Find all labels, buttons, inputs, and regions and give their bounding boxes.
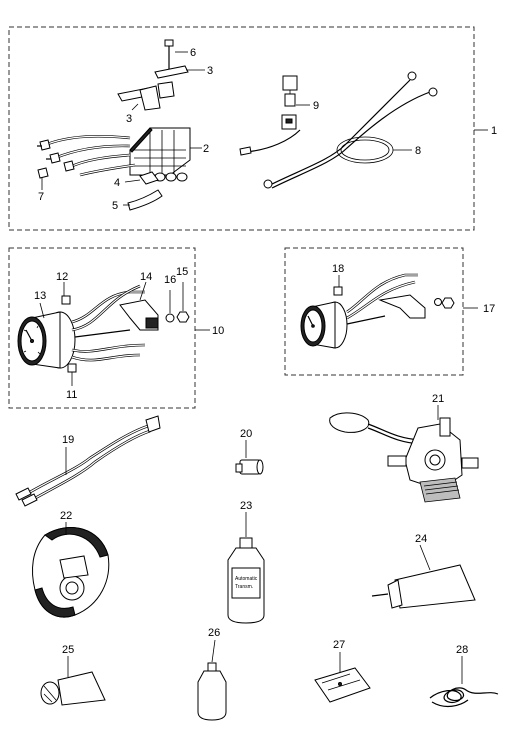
mounting-bracket: [117, 65, 189, 111]
callout-12: 12: [56, 271, 68, 283]
relay: [282, 75, 298, 107]
terminal-cap: [37, 167, 49, 179]
callout-1: 1: [491, 125, 497, 137]
callout-7: 7: [38, 191, 44, 203]
bulb-lower: [67, 363, 77, 373]
callout-25: 25: [62, 644, 74, 656]
callout-9: 9: [313, 100, 319, 112]
callout-6: 6: [190, 47, 196, 59]
callout-18: 18: [332, 263, 344, 275]
callout-3-left: 3: [126, 113, 132, 125]
callout-16: 16: [164, 274, 176, 286]
group-17-gauge-kit: 17 18: [284, 247, 495, 376]
bolt: [164, 39, 174, 72]
group-1-dashed-border: [8, 26, 475, 231]
group-10-tachometer-kit: 10 14 16: [8, 247, 224, 409]
washer: [165, 313, 175, 323]
callout-26: 26: [208, 627, 220, 639]
spray-can: [197, 639, 227, 721]
grease-tube-large: [371, 544, 476, 609]
hour-meter-gauge: [300, 301, 348, 349]
gauge-bracket: [119, 299, 159, 331]
tachometer-gauge: [17, 311, 76, 369]
wire-harness: [239, 71, 438, 189]
callout-15: 15: [176, 266, 188, 278]
insulator-pad: [139, 171, 159, 185]
callout-22: 22: [60, 510, 72, 522]
callout-14: 14: [140, 271, 152, 283]
callout-13: 13: [34, 290, 46, 302]
callout-4: 4: [114, 177, 120, 189]
gauge-wiring: [71, 284, 146, 362]
hour-meter-bracket: [378, 294, 426, 319]
callout-2: 2: [203, 143, 209, 155]
nut: [176, 311, 190, 323]
group-17-dashed-border: [284, 247, 464, 376]
callout-19: 19: [62, 434, 74, 446]
callout-5: 5: [112, 200, 118, 212]
callout-21: 21: [432, 393, 444, 405]
brake-shoe: [32, 522, 110, 618]
callout-28: 28: [456, 644, 468, 656]
callout-3-right: 3: [207, 65, 213, 77]
hour-meter-wiring: [346, 273, 418, 325]
extension-cable: [15, 415, 161, 507]
callout-27: 27: [333, 639, 345, 651]
rectifier-regulator: [37, 127, 191, 182]
bulb-gauge: [333, 286, 343, 296]
group-10-dashed-border: [8, 247, 196, 409]
bulb-upper: [61, 295, 71, 305]
washer-2: [434, 298, 442, 306]
wire-clip: [127, 189, 163, 211]
svg-text:Transm.: Transm.: [235, 584, 253, 590]
callout-24: 24: [415, 533, 427, 545]
callout-17: 17: [483, 303, 495, 315]
callout-11: 11: [66, 389, 77, 401]
callout-20: 20: [240, 428, 252, 440]
callout-10: 10: [212, 325, 224, 337]
callout-8: 8: [415, 145, 421, 157]
coil-spring: [429, 656, 499, 708]
sealant-packet: [314, 652, 371, 703]
remote-control-switch: [329, 405, 479, 503]
svg-text:Automatic: Automatic: [235, 576, 258, 582]
nut-2: [441, 297, 455, 309]
oil-bottle: Automatic Transm.: [227, 512, 265, 624]
grease-tube-small: [40, 656, 106, 706]
group-1-wiring-box: 1 2: [8, 26, 497, 231]
callout-23: 23: [240, 500, 252, 512]
connector-plug: [235, 440, 264, 475]
